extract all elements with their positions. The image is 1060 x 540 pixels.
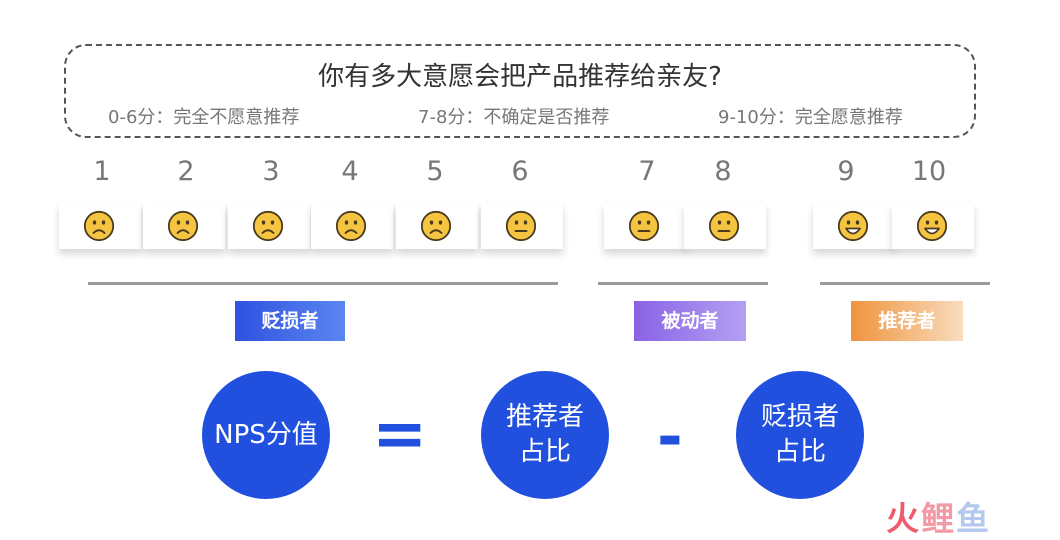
- neutral-face-icon: [628, 210, 660, 242]
- score-10: 10: [911, 156, 947, 187]
- score-1: 1: [93, 156, 111, 187]
- face-card-6: [481, 203, 563, 249]
- promoter-bracket-line: [820, 282, 990, 285]
- sad-face-icon: [335, 210, 367, 242]
- promoter-share-circle: 推荐者 占比: [481, 371, 609, 499]
- sad-face-icon: [420, 210, 452, 242]
- watermark-logo: 火鲤鱼: [886, 492, 991, 540]
- passive-bracket-line: [598, 282, 768, 285]
- face-card-3: [228, 203, 310, 249]
- question-title: 你有多大意愿会把产品推荐给亲友?: [318, 62, 722, 92]
- detractor-bracket-line: [88, 282, 558, 285]
- promoter-share-line-1: 推荐者: [505, 402, 584, 432]
- minus-sign: -: [657, 400, 683, 473]
- legend-passive-range: 7-8分：不确定是否推荐: [418, 107, 610, 128]
- face-card-1: [59, 203, 141, 249]
- score-6: 6: [511, 156, 529, 187]
- score-4: 4: [341, 156, 359, 187]
- watermark-char-1: 火: [886, 499, 921, 538]
- score-2: 2: [177, 156, 195, 187]
- face-card-4: [311, 203, 393, 249]
- detractor-share-line-2: 占比: [773, 437, 826, 467]
- face-card-2: [143, 203, 225, 249]
- sad-face-icon: [252, 210, 284, 242]
- neutral-face-icon: [708, 210, 740, 242]
- face-card-7: [604, 203, 686, 249]
- detractor-share-line-1: 贬损者: [760, 402, 839, 432]
- equals-sign: =: [372, 395, 428, 472]
- question-box: [64, 44, 976, 138]
- face-card-5: [396, 203, 478, 249]
- score-7: 7: [638, 156, 656, 187]
- nps-score-circle: NPS分值: [202, 371, 330, 499]
- passive-tag: 被动者: [634, 301, 746, 341]
- legend-detractor-range: 0-6分：完全不愿意推荐: [108, 107, 300, 128]
- score-9: 9: [837, 156, 855, 187]
- face-card-8: [684, 203, 766, 249]
- promoter-tag: 推荐者: [851, 301, 963, 341]
- neutral-face-icon: [505, 210, 537, 242]
- face-card-10: [892, 203, 974, 249]
- watermark-char-2: 鲤: [921, 499, 956, 538]
- nps-score-label: NPS分值: [214, 419, 318, 450]
- sad-face-icon: [167, 210, 199, 242]
- score-3: 3: [262, 156, 280, 187]
- score-5: 5: [426, 156, 444, 187]
- happy-face-icon: [837, 210, 869, 242]
- watermark-char-3: 鱼: [956, 499, 991, 538]
- detractor-share-circle: 贬损者 占比: [736, 371, 864, 499]
- legend-promoter-range: 9-10分：完全愿意推荐: [718, 107, 903, 128]
- detractor-tag: 贬损者: [235, 301, 345, 341]
- face-card-9: [813, 203, 895, 249]
- happy-face-icon: [916, 210, 948, 242]
- score-8: 8: [714, 156, 732, 187]
- promoter-share-line-2: 占比: [518, 437, 571, 467]
- sad-face-icon: [83, 210, 115, 242]
